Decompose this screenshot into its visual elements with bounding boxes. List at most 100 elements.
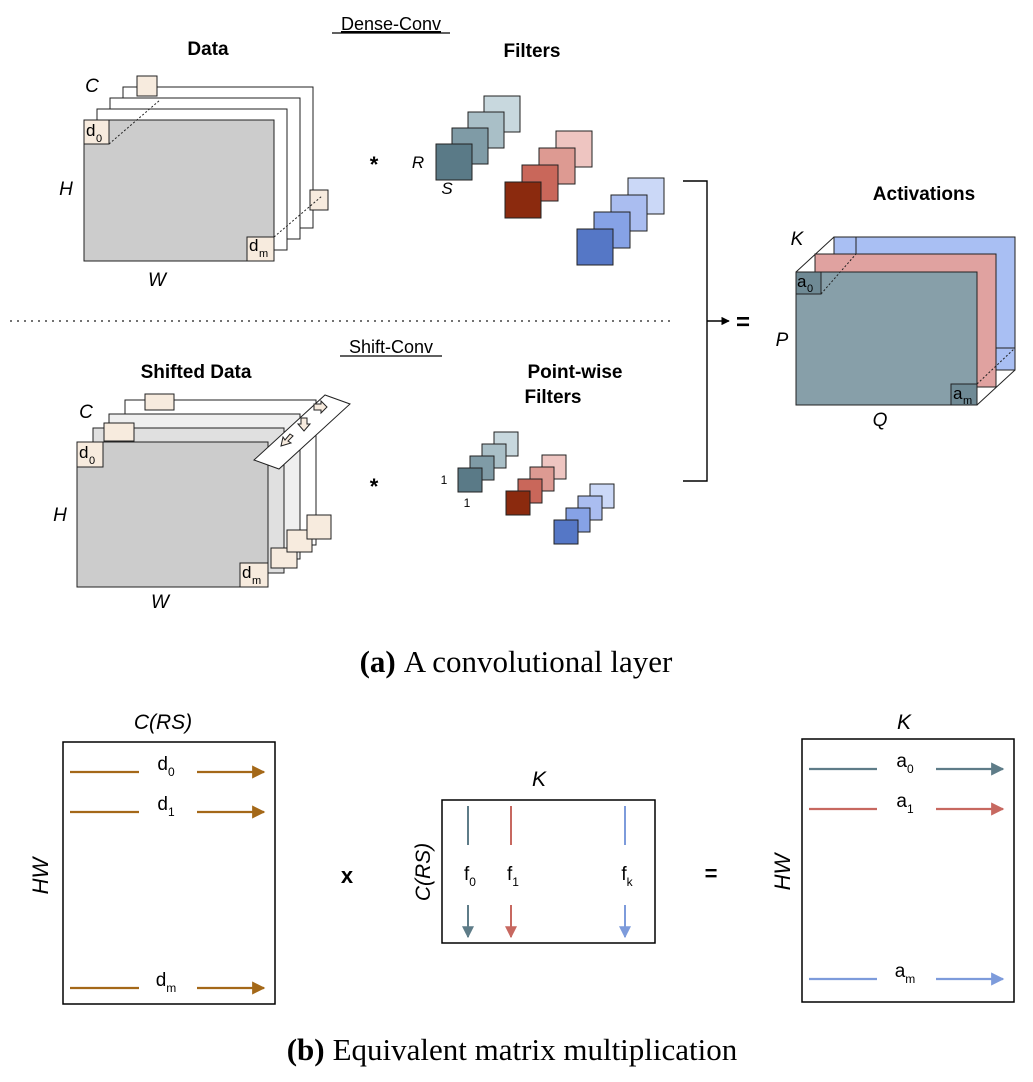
data-row-label-1: d1 (157, 794, 175, 819)
activations-title: Activations (873, 184, 975, 205)
shift-back-tile-3 (286, 529, 313, 553)
caption-b: (b)Equivalent matrix multiplication (287, 1032, 738, 1067)
act-q-label: Q (873, 410, 888, 431)
data-dm-tile (246, 236, 275, 262)
act-row-label-0-sub: 0 (907, 762, 914, 776)
data-row-label-2: dm (156, 970, 177, 995)
filter-col-label-1-base: f (507, 864, 513, 885)
data-back-tile (136, 75, 158, 97)
a0-base: a (797, 272, 807, 291)
sdm-base: d (242, 563, 251, 582)
data-row-label-1-sub: 1 (168, 805, 175, 819)
data-dm-label: d m (249, 236, 268, 260)
filter-teal-0 (435, 143, 473, 181)
filters-title: Filters (503, 41, 560, 62)
caption-a-bold: (a) (360, 644, 396, 679)
act-row-label-1: a1 (896, 791, 914, 816)
pw-s-label: 1 (464, 496, 471, 510)
shift-arrow-icon-0 (313, 399, 328, 415)
shifted-w-label: W (151, 592, 171, 613)
data-d0-tile (83, 119, 110, 145)
caption-b-text: Equivalent matrix multiplication (333, 1032, 738, 1067)
data-row-label-2-base: d (156, 970, 167, 991)
caption-b-bold: (b) (287, 1032, 325, 1067)
shift-conv-section: Shift-Conv Shifted Data Point-wise Filte… (53, 337, 622, 613)
filter-matrix-col-label: K (532, 768, 547, 791)
filter-s-label: S (441, 179, 453, 198)
sd0-base: d (79, 443, 88, 462)
caption-a: (a)A convolutional layer (360, 644, 673, 679)
shift-arrow-icon-1 (296, 417, 312, 432)
pointwise-title-line1: Point-wise (527, 362, 622, 383)
data-title: Data (187, 39, 229, 60)
shift-kernel-strip (253, 394, 351, 470)
data-matrix-row-label: HW (28, 855, 53, 894)
filter-matrix-row-label: C(RS) (412, 843, 435, 901)
equals-operator-b: = (705, 861, 718, 886)
d0-base: d (86, 121, 95, 140)
act-matrix-col-label: K (897, 711, 912, 734)
activations-section: Activations K P Q a 0 a m (776, 184, 1016, 431)
act-row-label-1-base: a (896, 791, 907, 812)
data-c-label: C (85, 76, 99, 97)
act-row-label-2-sub: m (905, 972, 915, 986)
act-a0-tile (795, 271, 822, 295)
shifted-dm-label: d m (242, 563, 261, 587)
shift-dm-tile (239, 562, 269, 588)
conv-operator-shift: * (370, 474, 379, 499)
act-a0-label: a 0 (797, 272, 813, 295)
act-back-tile-2 (995, 347, 1016, 371)
data-diag-back (273, 195, 323, 238)
sdm-sub: m (252, 575, 261, 587)
dm-base: d (249, 236, 258, 255)
dense-conv-section: Dense-Conv Data Filters C H W d 0 d m * … (59, 14, 665, 291)
data-h-label: H (59, 179, 73, 200)
d0-sub: 0 (96, 133, 102, 145)
filter-red-0 (504, 181, 542, 219)
act-row-label-0: a0 (896, 751, 914, 776)
pw-teal-0 (457, 467, 483, 493)
act-row-label-2-base: a (895, 961, 906, 982)
activations-tensor (795, 236, 1016, 406)
shift-back-tile-2 (270, 547, 298, 569)
am-sub: m (963, 395, 972, 407)
act-am-label: a m (953, 384, 972, 407)
act-matrix-frame (801, 738, 1015, 1003)
filter-col-label-1: f1 (507, 864, 519, 889)
equals-operator-a: = (736, 309, 750, 336)
shift-conv-label: Shift-Conv (349, 337, 433, 357)
pw-r-label: 1 (441, 473, 448, 487)
combine-bracket (683, 180, 730, 482)
data-row-label-2-sub: m (166, 981, 176, 995)
act-edge-tl (795, 236, 835, 273)
shift-d0-tile (76, 441, 104, 468)
shift-mid-tile (103, 422, 135, 442)
dm-sub: m (259, 248, 268, 260)
am-base: a (953, 384, 963, 403)
filter-col-label-0-base: f (464, 864, 470, 885)
act-diag-front (820, 253, 857, 295)
data-tensor (83, 75, 329, 262)
a0-sub: 0 (807, 283, 813, 295)
shift-back-tile-4 (306, 514, 332, 540)
pw-blue-0 (553, 519, 579, 545)
data-w-label: W (148, 270, 168, 291)
act-plane-teal (795, 271, 978, 406)
shifted-h-label: H (53, 505, 67, 526)
act-k-label: K (791, 229, 805, 250)
data-diag-front (108, 99, 161, 145)
data-row-label-0: d0 (157, 754, 175, 779)
pointwise-filters (457, 431, 615, 545)
filter-r-label: R (412, 153, 424, 172)
dense-conv-label: Dense-Conv (341, 14, 441, 34)
data-back-tile-2 (309, 189, 329, 211)
shift-arrow-icon-2 (280, 433, 294, 447)
caption-a-text: A convolutional layer (404, 644, 673, 679)
act-p-label: P (776, 330, 789, 351)
